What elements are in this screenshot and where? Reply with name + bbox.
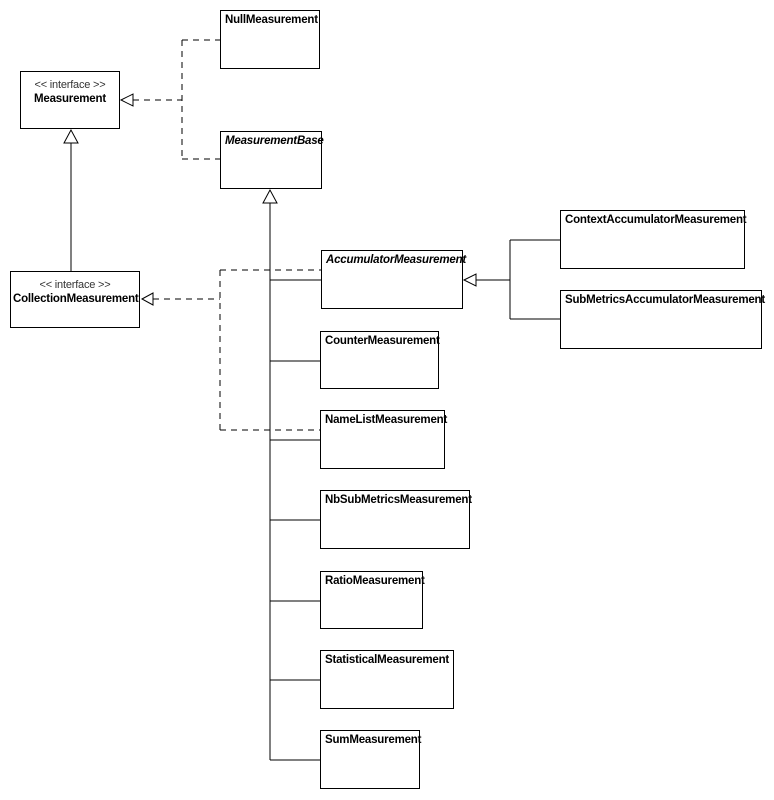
class-box-collectionmeasurement: << interface >> CollectionMeasurement [10,271,140,328]
class-name: NullMeasurement [225,14,318,26]
class-name: ContextAccumulatorMeasurement [565,214,747,226]
hollow-triangle-arrow-icon [63,128,79,144]
class-name: AccumulatorMeasurement [326,254,467,266]
class-name: NameListMeasurement [325,414,448,426]
class-name: SumMeasurement [325,734,422,746]
class-name: NbSubMetricsMeasurement [325,494,472,506]
class-box-submetricsaccumulatormeasurement: SubMetricsAccumulatorMeasurement [560,290,766,349]
class-name: CollectionMeasurement [13,293,139,305]
class-name: SubMetricsAccumulatorMeasurement [565,294,766,306]
generalization-tree-measurementbase [262,188,321,761]
class-box-countermeasurement: CounterMeasurement [320,331,440,389]
class-name: MeasurementBase [225,135,324,147]
hollow-triangle-arrow-icon [119,93,134,107]
class-name: StatisticalMeasurement [325,654,450,666]
interface-stereotype: << interface >> [34,79,106,91]
class-box-namelistmeasurement: NameListMeasurement [320,410,448,469]
class-name: Measurement [34,93,106,105]
class-name: RatioMeasurement [325,575,425,587]
class-box-measurement: << interface >> Measurement [20,71,120,129]
class-box-accumulatormeasurement: AccumulatorMeasurement [321,250,467,309]
interface-stereotype: << interface >> [39,279,111,291]
class-box-ratiomeasurement: RatioMeasurement [320,571,425,629]
class-box-nullmeasurement: NullMeasurement [220,10,320,69]
hollow-triangle-arrow-icon [462,273,477,287]
class-box-contextaccumulatormeasurement: ContextAccumulatorMeasurement [560,210,747,269]
class-box-nbsubmetricsmeasurement: NbSubMetricsMeasurement [320,490,472,549]
generalization-tree-accumulatormeasurement [462,239,560,320]
class-box-statisticalmeasurement: StatisticalMeasurement [320,650,454,709]
hollow-triangle-arrow-icon [140,292,154,306]
realization-tree-measurement [119,39,220,160]
class-box-summeasurement: SumMeasurement [320,730,422,789]
class-box-measurementbase: MeasurementBase [220,131,324,189]
hollow-triangle-arrow-icon [262,188,278,204]
class-name: CounterMeasurement [325,335,440,347]
generalization-collection-to-measurement [63,128,79,271]
realization-tree-collectionmeasurement [140,269,321,431]
